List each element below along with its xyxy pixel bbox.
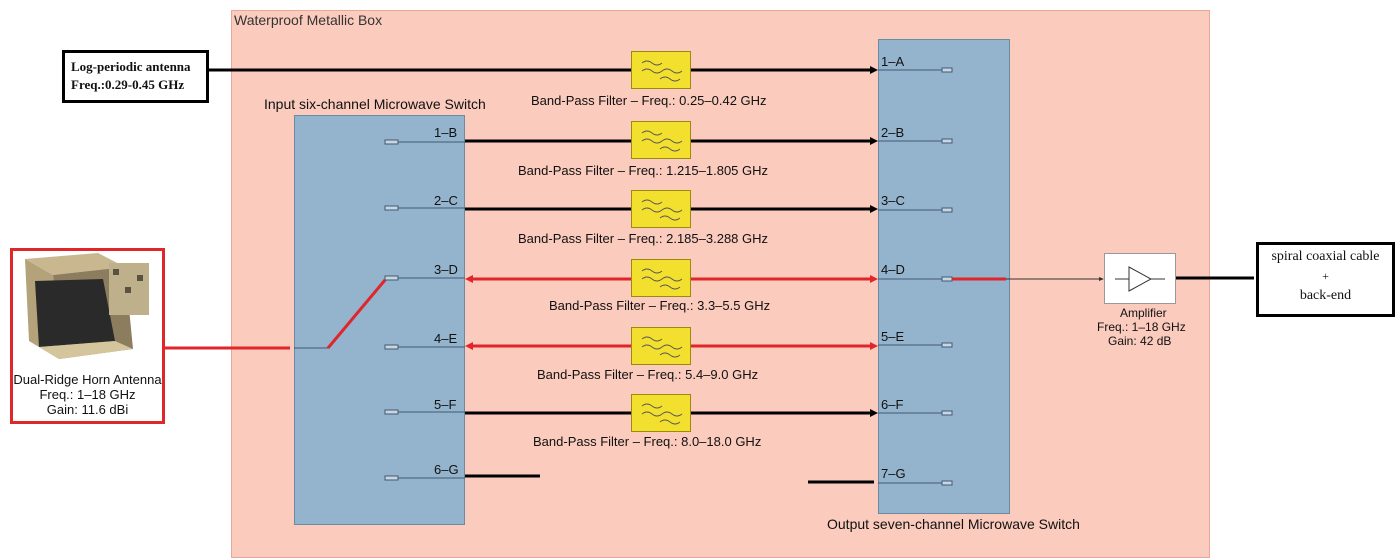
output-port-label: 4–D: [881, 262, 905, 277]
horn-antenna-image: [13, 251, 162, 369]
filter-label-6: Band-Pass Filter – Freq.: 8.0–18.0 GHz: [533, 434, 761, 449]
bandpass-filter-1: [631, 51, 691, 89]
bandpass-filter-4: [631, 259, 691, 297]
backend-line-2: +: [1259, 269, 1392, 284]
log-periodic-antenna-box: Log-periodic antenna Freq.:0.29-0.45 GHz: [62, 50, 209, 103]
input-port-label: 4–E: [434, 331, 457, 346]
output-port-label: 7–G: [881, 466, 906, 481]
amplifier-block: [1104, 253, 1176, 304]
filter-symbol-icon: [632, 395, 690, 431]
output-port-label: 2–B: [881, 125, 904, 140]
bandpass-filter-3: [631, 190, 691, 228]
filter-symbol-icon: [632, 191, 690, 227]
filter-label-1: Band-Pass Filter – Freq.: 0.25–0.42 GHz: [531, 93, 767, 108]
output-port-label: 3–C: [881, 193, 905, 208]
horn-antenna-name: Dual-Ridge Horn Antenna: [13, 372, 162, 387]
metallic-box-title: Waterproof Metallic Box: [234, 12, 382, 28]
output-switch-title: Output seven-channel Microwave Switch: [827, 516, 1080, 532]
horn-antenna-box: Dual-Ridge Horn Antenna Freq.: 1–18 GHz …: [10, 248, 165, 424]
bandpass-filter-6: [631, 394, 691, 432]
bandpass-filter-5: [631, 327, 691, 365]
amplifier-triangle-icon: [1105, 254, 1175, 303]
filter-symbol-icon: [632, 52, 690, 88]
backend-line-1: spiral coaxial cable: [1259, 249, 1392, 265]
input-switch-title: Input six-channel Microwave Switch: [264, 96, 486, 112]
amplifier-name: Amplifier: [1120, 306, 1167, 320]
input-port-label: 6–G: [434, 462, 459, 477]
amplifier-freq: Freq.: 1–18 GHz: [1097, 320, 1186, 334]
log-periodic-antenna-freq: Freq.:0.29-0.45 GHz: [71, 77, 184, 93]
filter-label-5: Band-Pass Filter – Freq.: 5.4–9.0 GHz: [537, 367, 758, 382]
output-port-label: 5–E: [881, 329, 904, 344]
log-periodic-antenna-name: Log-periodic antenna: [71, 59, 191, 75]
filter-label-2: Band-Pass Filter – Freq.: 1.215–1.805 GH…: [518, 163, 768, 178]
filter-symbol-icon: [632, 122, 690, 158]
input-port-label: 1–B: [434, 125, 457, 140]
input-port-label: 3–D: [434, 262, 458, 277]
input-port-label: 2–C: [434, 193, 458, 208]
amplifier-gain: Gain: 42 dB: [1108, 334, 1171, 348]
filter-symbol-icon: [632, 260, 690, 296]
filter-label-3: Band-Pass Filter – Freq.: 2.185–3.288 GH…: [518, 231, 768, 246]
horn-antenna-gain: Gain: 11.6 dBi: [13, 402, 162, 417]
filter-label-4: Band-Pass Filter – Freq.: 3.3–5.5 GHz: [549, 298, 770, 313]
backend-line-3: back-end: [1259, 288, 1392, 304]
backend-box: spiral coaxial cable + back-end: [1256, 242, 1395, 317]
input-port-label: 5–F: [434, 397, 456, 412]
bandpass-filter-2: [631, 121, 691, 159]
horn-antenna-freq: Freq.: 1–18 GHz: [13, 387, 162, 402]
output-port-label: 6–F: [881, 397, 903, 412]
filter-symbol-icon: [632, 328, 690, 364]
output-port-label: 1–A: [881, 54, 904, 69]
